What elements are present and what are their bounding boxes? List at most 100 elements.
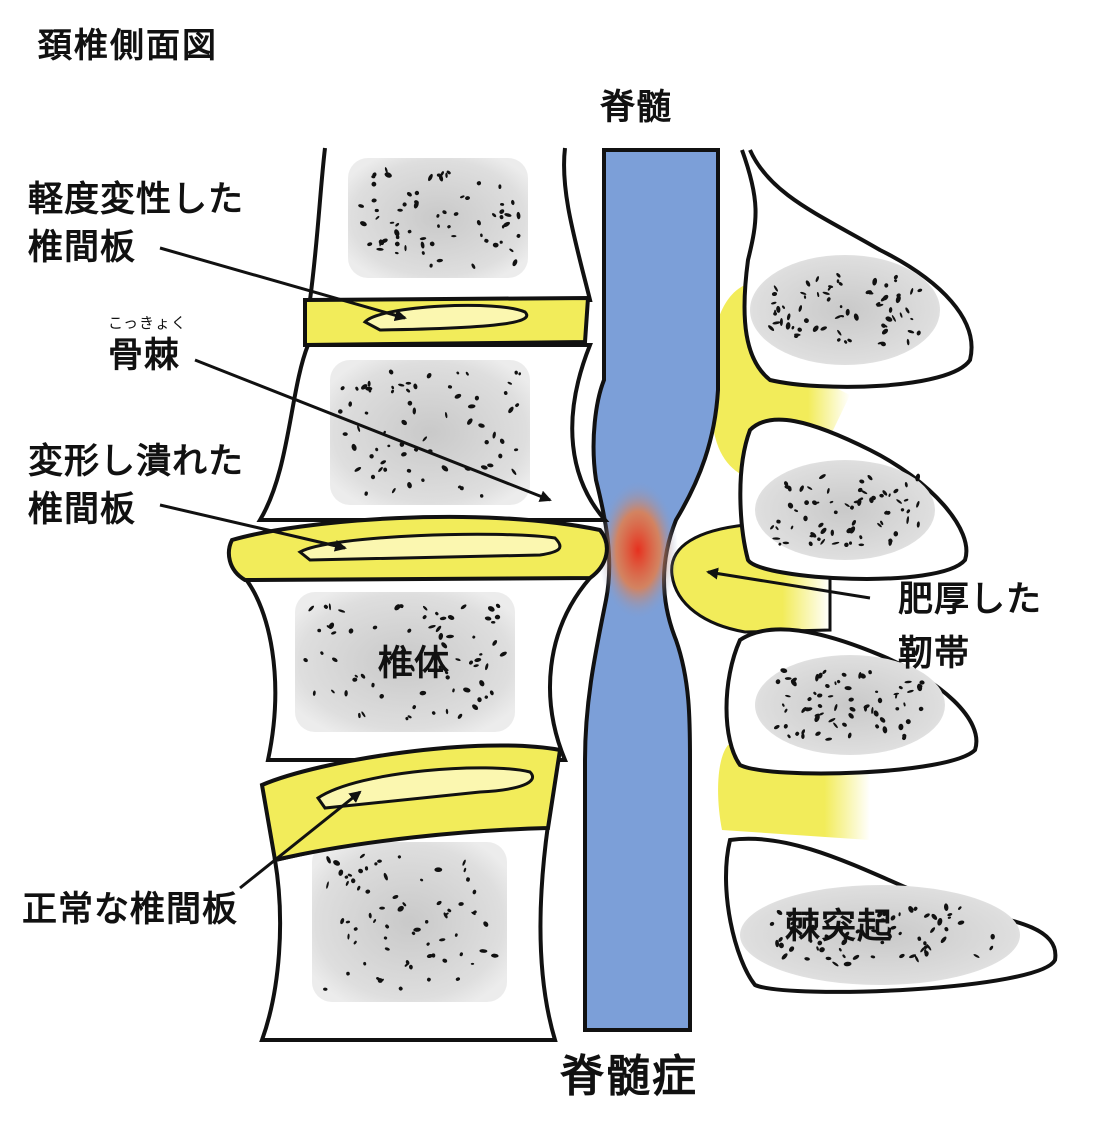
- bone-speckle: [875, 690, 879, 694]
- bone-speckle: [775, 679, 781, 685]
- bone-speckle: [782, 703, 785, 707]
- bone-speckle: [818, 474, 826, 480]
- bone-speckle: [340, 386, 345, 391]
- bone-speckle: [381, 978, 384, 982]
- bone-speckle: [401, 452, 407, 457]
- bone-speckle: [380, 460, 387, 465]
- bone-speckle: [495, 603, 501, 609]
- bone-speckle: [499, 215, 504, 220]
- bone-speckle: [899, 312, 903, 318]
- bone-speckle: [390, 389, 395, 394]
- bone-speckle: [407, 400, 413, 406]
- bone-speckle: [504, 213, 512, 217]
- bone-speckle: [494, 614, 501, 620]
- bone-speckle: [900, 508, 905, 512]
- bone-speckle: [831, 541, 840, 545]
- bone-speckle: [345, 880, 349, 886]
- bone-speckle: [338, 409, 343, 414]
- bone-speckle: [888, 493, 891, 498]
- bone-speckle: [465, 371, 469, 376]
- bone-speckle: [377, 859, 382, 863]
- bone-speckle: [354, 674, 358, 678]
- bone-speckle: [402, 202, 407, 207]
- bone-speckle: [914, 955, 919, 963]
- bone-speckle: [890, 925, 897, 930]
- bone-speckle: [428, 624, 436, 629]
- bone-speckle: [331, 631, 337, 635]
- bone-speckle: [902, 733, 907, 739]
- bone-speckle: [896, 499, 902, 504]
- bone-speckle: [895, 295, 901, 304]
- bone-speckle: [439, 616, 447, 621]
- bone-speckle: [422, 436, 428, 442]
- bone-speckle: [394, 229, 400, 237]
- bone-speckle: [787, 502, 794, 509]
- bone-speckle: [479, 653, 483, 656]
- bone-speckle: [906, 509, 911, 514]
- bone-speckle: [834, 703, 838, 712]
- bone-speckle: [807, 697, 812, 702]
- bone-speckle: [782, 541, 790, 545]
- bone-speckle: [849, 707, 856, 712]
- bone-speckle: [394, 241, 400, 247]
- bottom-title: 脊髄症: [560, 1051, 698, 1102]
- bone-speckle: [397, 905, 404, 912]
- bone-speckle: [837, 329, 842, 336]
- bone-speckle: [333, 860, 341, 866]
- bone-speckle: [351, 443, 357, 451]
- bone-speckle: [367, 380, 371, 387]
- bone-speckle: [882, 490, 888, 496]
- bone-speckle: [794, 509, 799, 513]
- bone-speckle: [371, 181, 377, 187]
- bone-speckle: [842, 722, 847, 727]
- bone-speckle: [514, 370, 518, 375]
- bone-speckle: [888, 538, 893, 546]
- bone-speckle: [355, 386, 359, 391]
- deformed-disc-label-line2: 椎間板: [28, 490, 137, 530]
- bone-speckle: [371, 682, 375, 688]
- bone-speckle: [903, 702, 906, 707]
- bone-speckle: [850, 505, 854, 510]
- bone-speckle: [898, 686, 903, 690]
- bone-speckle: [401, 419, 408, 426]
- bone-speckle: [484, 238, 489, 243]
- bone-speckle: [407, 715, 412, 719]
- spinous-process-4: [724, 836, 1058, 994]
- bone-speckle: [499, 240, 503, 244]
- bone-speckle: [457, 713, 463, 719]
- bone-speckle: [440, 171, 444, 176]
- bone-speckle: [516, 211, 521, 220]
- bone-speckle: [879, 493, 884, 498]
- bone-speckle: [784, 677, 792, 680]
- bone-speckle: [858, 543, 865, 547]
- bone-speckle: [462, 859, 466, 866]
- bone-speckle: [439, 938, 446, 942]
- bone-speckle: [407, 482, 412, 489]
- bone-speckle: [511, 199, 515, 206]
- bone-speckle: [898, 931, 902, 936]
- bone-speckle: [778, 542, 782, 546]
- bone-speckle: [353, 940, 357, 945]
- bone-speckle: [491, 953, 499, 958]
- bone-speckle: [484, 616, 492, 621]
- bone-speckle: [446, 170, 451, 175]
- bone-speckle: [331, 689, 335, 694]
- bone-speckle: [442, 958, 448, 963]
- bone-speckle: [917, 288, 923, 293]
- bone-speckle: [406, 192, 412, 197]
- bone-speckle: [383, 936, 388, 940]
- bone-speckle: [346, 971, 350, 976]
- bone-speckle: [378, 466, 383, 473]
- bone-speckle: [838, 282, 843, 286]
- spinous-process-1: [740, 149, 974, 389]
- bone-speckle: [385, 924, 390, 929]
- bone-speckle: [803, 318, 809, 324]
- bone-speckle: [832, 961, 839, 967]
- vertebra-2: [256, 343, 610, 522]
- bone-speckle: [426, 954, 433, 958]
- bone-speckle: [905, 307, 910, 314]
- bone-speckle: [420, 241, 425, 249]
- bone-speckle: [820, 326, 827, 331]
- bone-speckle: [437, 224, 440, 228]
